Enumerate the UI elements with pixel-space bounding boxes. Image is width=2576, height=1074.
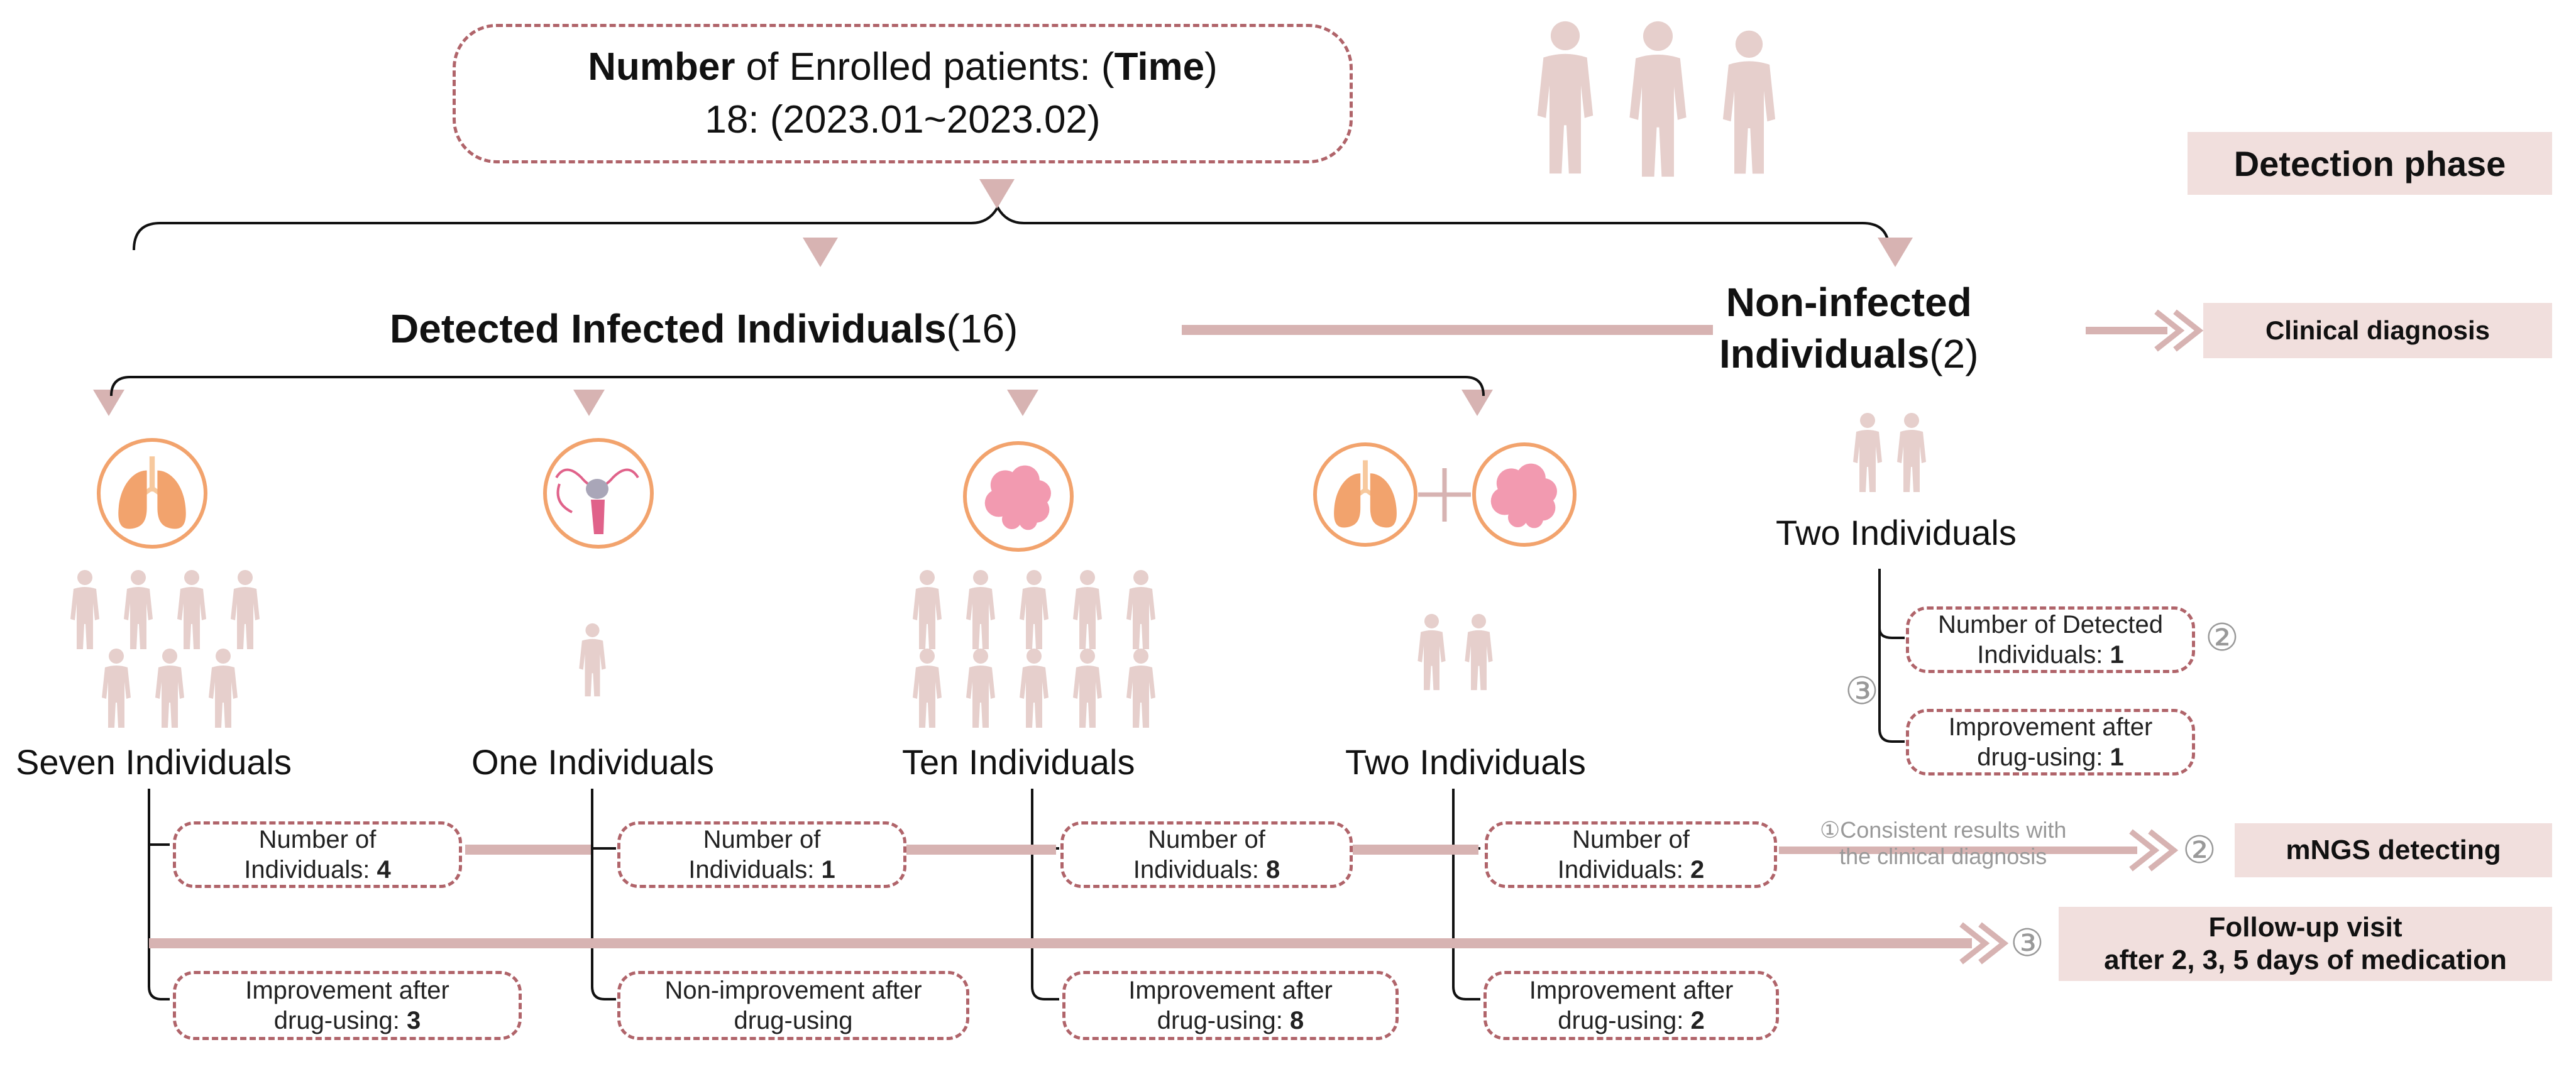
mngs-arrow-icon (2129, 829, 2179, 872)
count-connectors (149, 845, 2137, 948)
group-label-two: Two Individuals (1345, 742, 1586, 782)
people-group-one (579, 623, 606, 697)
consistent-note-line2: the clinical diagnosis (1839, 843, 2047, 869)
group-label-one: One Individuals (471, 742, 715, 782)
clinical-diagnosis-label: Clinical diagnosis (2265, 315, 2491, 345)
enrolled-label: of Enrolled patients: ( (735, 45, 1115, 89)
count-box-ten: Number of Individuals: 8 (1060, 821, 1353, 888)
lungs-plus-brain-icon (1313, 442, 1577, 547)
outcome-line2: drug-using (734, 1007, 853, 1034)
consistent-note: ①Consistent results with the clinical di… (1820, 817, 2066, 870)
person-icon (1537, 21, 1776, 177)
followup-arrow-icon (1959, 922, 2009, 965)
double-arrow-icon (2154, 309, 2204, 352)
circled-three-marker: ③ (1845, 669, 1879, 713)
lungs-icon (97, 438, 207, 549)
count-box-line1: Number of (703, 826, 821, 853)
count-box-line2: Individuals: (1133, 856, 1266, 884)
clinical-diagnosis-tag: Clinical diagnosis (2203, 303, 2552, 358)
mngs-label: mNGS detecting (2286, 835, 2501, 865)
noninfected-group-label: Two Individuals (1776, 513, 2017, 552)
circled-two-mngs: ② (2182, 828, 2216, 872)
outcome-line1: Improvement after (1529, 977, 1734, 1004)
count-box-two: Number of Individuals: 2 (1485, 821, 1777, 888)
count-value: 1 (821, 856, 835, 884)
improve-value: 1 (2110, 743, 2124, 771)
count-value: 4 (377, 856, 391, 884)
outcome-line1: Improvement after (245, 977, 449, 1004)
outcome-value: 3 (406, 1007, 421, 1034)
noninfected-line2: Individuals (1719, 331, 1930, 376)
uterus-icon (543, 438, 654, 549)
top-bracket (133, 204, 1890, 251)
people-group-noninfected (1853, 413, 1926, 492)
group-label-ten: Ten Individuals (902, 742, 1135, 782)
people-group-ten (913, 570, 1155, 728)
outcome-line1: Non-improvement after (664, 977, 922, 1004)
count-value: 2 (1690, 856, 1705, 884)
outcome-box-ten: Improvement after drug-using: 8 (1062, 971, 1399, 1040)
group-bracket (110, 376, 1485, 397)
outcome-line1: Improvement after (1128, 977, 1333, 1004)
people-group-seven (70, 570, 260, 728)
count-box-line1: Number of (1572, 826, 1690, 853)
detection-phase-tag: Detection phase (2188, 132, 2552, 195)
mngs-tag: mNGS detecting (2235, 823, 2552, 877)
consistent-note-line1: ①Consistent results with (1820, 817, 2067, 843)
infected-count: (16) (946, 306, 1018, 351)
followup-tag: Follow-up visit after 2, 3, 5 days of me… (2059, 907, 2552, 981)
enrolled-patients-box: Number of Enrolled patients: (Time) 18: … (453, 24, 1353, 163)
circled-three-followup: ③ (2010, 921, 2044, 965)
outcome-box-two: Improvement after drug-using: 2 (1483, 971, 1779, 1040)
down-arrows (93, 179, 1913, 416)
outcome-box-one: Non-improvement after drug-using (617, 971, 969, 1040)
improve-box: Improvement after drug-using: 1 (1906, 709, 2195, 775)
detected-box: Number of Detected Individuals: 1 (1906, 606, 2195, 673)
count-box-line2: Individuals: (1557, 856, 1690, 884)
noninfected-line1: Non-infected (1726, 280, 1972, 325)
outcome-line2: drug-using: (1157, 1007, 1290, 1034)
count-box-line2: Individuals: (244, 856, 377, 884)
count-value: 8 (1265, 856, 1280, 884)
improve-line2: drug-using: (1977, 743, 2110, 771)
count-box-line2: Individuals: (688, 856, 822, 884)
count-box-line1: Number of (1148, 826, 1265, 853)
outcome-line2: drug-using: (273, 1007, 407, 1034)
outcome-value: 8 (1289, 1007, 1304, 1034)
detected-line2: Individuals: (1977, 641, 2110, 669)
outcome-box-seven: Improvement after drug-using: 3 (173, 971, 522, 1040)
enrolled-label-end: ) (1204, 45, 1218, 89)
connector-bar (1182, 325, 1713, 335)
count-box-one: Number of Individuals: 1 (617, 821, 906, 888)
count-box-line1: Number of (258, 826, 377, 853)
detected-value: 1 (2110, 641, 2124, 669)
detected-line1: Number of Detected (1938, 611, 2163, 638)
circled-two-marker: ② (2205, 616, 2239, 660)
followup-line2: after 2, 3, 5 days of medication (2104, 945, 2507, 975)
group-label-seven: Seven Individuals (16, 742, 292, 782)
count-box-seven: Number of Individuals: 4 (173, 821, 462, 888)
improve-line1: Improvement after (1948, 713, 2153, 741)
infected-title: Detected Infected Individuals(16) (390, 305, 1018, 352)
brain-icon (963, 441, 1074, 552)
time-label-bold: Time (1114, 45, 1205, 89)
noninfected-count: (2) (1929, 331, 1979, 376)
enrolled-count: 18: (2023.01~2023.02) (705, 98, 1101, 141)
outcome-value: 2 (1690, 1007, 1705, 1034)
infected-title-bold: Detected Infected Individuals (390, 306, 947, 351)
detection-phase-label: Detection phase (2233, 143, 2506, 184)
followup-line1: Follow-up visit (2208, 912, 2403, 943)
noninfected-title: Non-infected Individuals(2) (1719, 277, 1979, 380)
outcome-line2: drug-using: (1558, 1007, 1691, 1034)
enrolled-label-bold: Number (588, 45, 735, 89)
people-group-two (1417, 613, 1493, 691)
